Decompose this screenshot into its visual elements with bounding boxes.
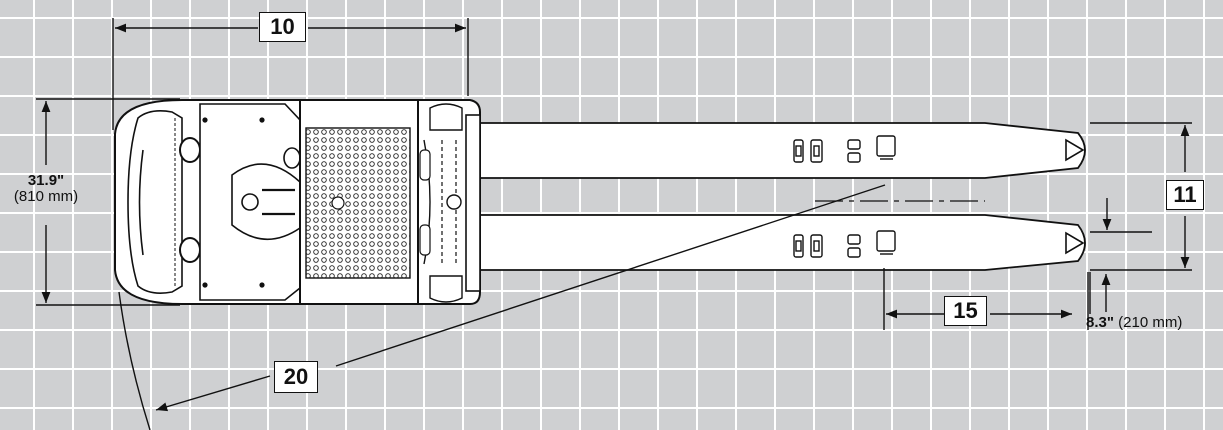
fork-width-label: 8.3" (210 mm): [1086, 315, 1182, 331]
fork-marks: [793, 135, 896, 258]
upper-fork: [479, 122, 1086, 179]
lower-fork: [479, 214, 1086, 271]
truck-body: [114, 99, 301, 305]
dimension-lines: [36, 18, 1192, 430]
width-label: 31.9" (810 mm): [0, 173, 92, 205]
width-inches: 31.9": [27, 172, 65, 189]
mast-assembly: [417, 99, 481, 305]
fork-width-inches: 8.3": [1086, 314, 1114, 331]
callout-15: 15: [944, 296, 987, 326]
callout-20: 20: [274, 361, 318, 393]
platform-deck: [299, 99, 419, 305]
callout-10: 10: [259, 12, 306, 42]
width-mm: (810 mm): [13, 188, 79, 205]
callout-11: 11: [1166, 180, 1204, 210]
fork-width-mm: (210 mm): [1118, 314, 1183, 331]
